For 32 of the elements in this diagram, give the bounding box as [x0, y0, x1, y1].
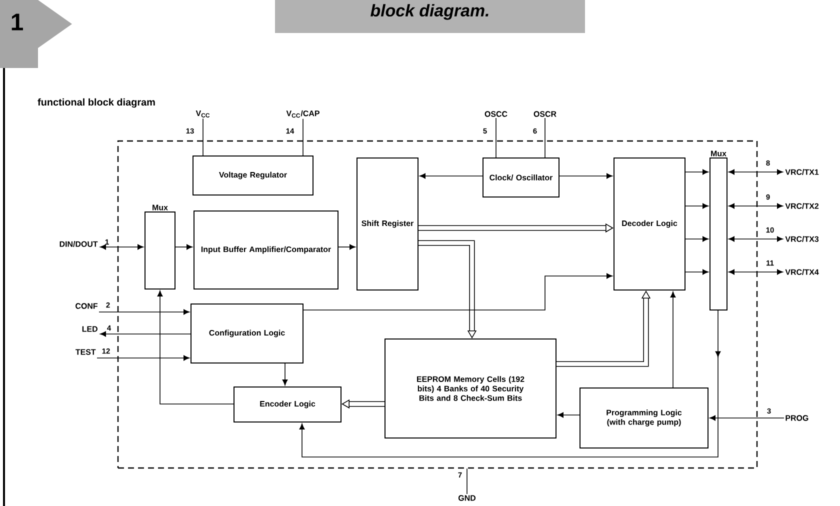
- arrow: [282, 363, 288, 386]
- arrow: [685, 269, 708, 275]
- diagram-title: functional block diagram: [38, 98, 155, 108]
- wire: [202, 118, 204, 156]
- arrow: [728, 236, 783, 242]
- arrow: [728, 169, 783, 175]
- arrow: [100, 244, 144, 250]
- arrow: [685, 236, 708, 242]
- banner-title: block diagram.: [370, 4, 488, 20]
- arrow: [299, 310, 721, 458]
- arrow: [558, 412, 580, 418]
- figure-number: 1: [12, 14, 23, 30]
- arrow: [670, 292, 676, 388]
- arrow: [420, 173, 483, 179]
- arrow: [728, 269, 783, 275]
- arrow: [685, 203, 708, 209]
- arrow: [338, 244, 356, 250]
- arrow: [303, 273, 612, 310]
- arrow: [100, 331, 191, 337]
- arrow: [685, 169, 708, 175]
- arrow: [559, 173, 612, 179]
- arrow: [728, 203, 783, 209]
- arrow: [157, 290, 234, 404]
- chip-boundary: [117, 140, 758, 469]
- wire: [466, 468, 468, 494]
- bus-arrow: [418, 240, 477, 338]
- wire: [302, 118, 304, 156]
- arrow: [175, 244, 192, 250]
- arrow: [96, 355, 190, 361]
- arrow: [98, 309, 190, 315]
- arrow: [710, 415, 784, 421]
- wire: [544, 118, 546, 158]
